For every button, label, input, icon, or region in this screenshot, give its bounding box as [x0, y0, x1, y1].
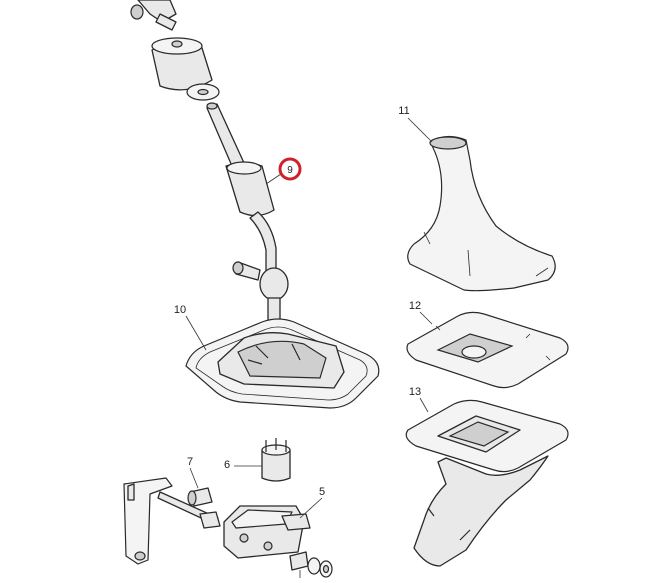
label-part-12[interactable]: 12 [409, 300, 421, 312]
fasteners [289, 551, 333, 578]
label-part-9[interactable]: 9 [287, 165, 293, 176]
label-part-10[interactable]: 10 [174, 304, 186, 316]
label-part-13[interactable]: 13 [409, 386, 421, 398]
selector-linkage-arm [123, 477, 221, 565]
highlight-ring [278, 157, 302, 181]
lever-knob-cone [151, 37, 213, 91]
lever-washer [186, 83, 220, 101]
lever-ball-joint [232, 261, 289, 341]
label-part-6[interactable]: 6 [224, 459, 230, 471]
selector-housing [223, 505, 311, 559]
base-plate [185, 318, 380, 409]
label-part-5[interactable]: 5 [319, 486, 325, 498]
label-part-11[interactable]: 11 [398, 105, 409, 117]
bush [187, 487, 213, 507]
lever-top-fitting [130, 0, 177, 31]
selector-sleeve [261, 438, 291, 482]
label-part-7[interactable]: 7 [187, 456, 193, 468]
boot-housing [405, 399, 569, 567]
lever-shaft [206, 102, 277, 273]
gaiter [407, 135, 556, 292]
gasket-plate [406, 311, 569, 389]
